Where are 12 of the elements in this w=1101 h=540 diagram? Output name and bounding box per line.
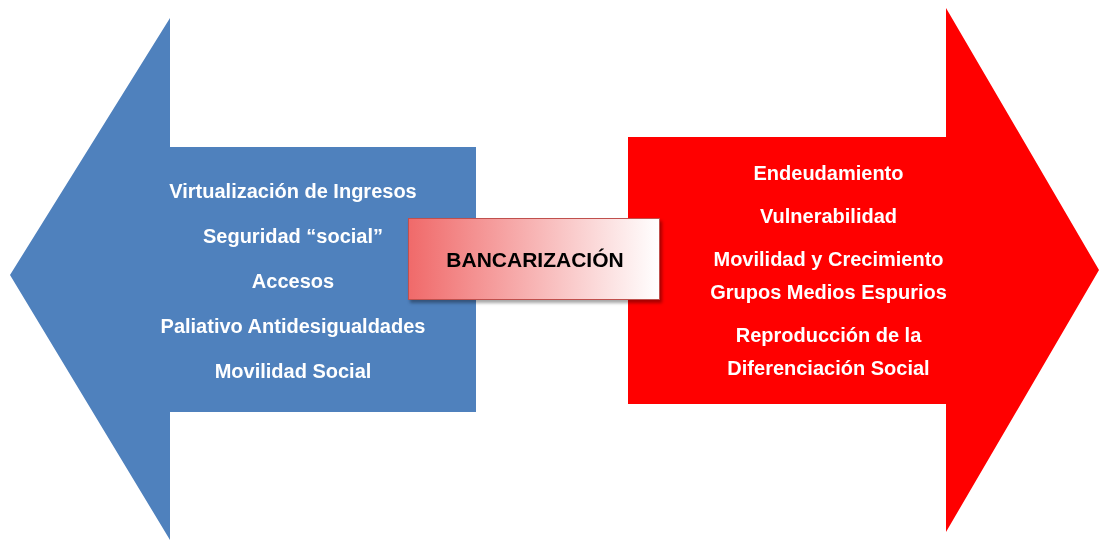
item-text: Movilidad Social (214, 358, 372, 384)
item-text: Virtualización de Ingresos (169, 178, 417, 204)
item-text: Movilidad y Crecimiento Grupos Medios Espurios (709, 247, 948, 305)
item-text: Vulnerabilidad (759, 204, 898, 229)
item-text: Seguridad “social” (202, 223, 384, 249)
item-text: Paliativo Antidesigualdades (160, 313, 426, 339)
central-concept-box (408, 218, 660, 300)
item-text: Accesos (251, 268, 335, 294)
item-text: Reproducción de la Diferenciación Social (726, 323, 931, 381)
item-text: Endeudamiento (753, 161, 904, 186)
central-concept-label: BANCARIZACIÓN (446, 247, 624, 273)
right-arrow-shape (626, 6, 1101, 534)
